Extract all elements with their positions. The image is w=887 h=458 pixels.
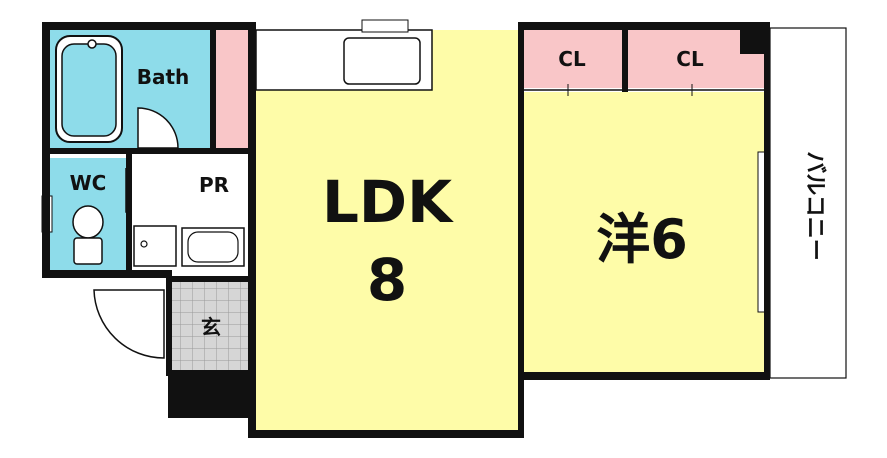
closet-corner-post [740, 30, 764, 54]
ldk-window [361, 19, 409, 33]
storage-strip [216, 30, 248, 148]
balcony [769, 27, 847, 379]
bathtub-basin [61, 43, 117, 137]
entrance-step [168, 370, 250, 418]
entrance-floor [172, 282, 250, 370]
walls [42, 22, 770, 438]
washer-space [133, 225, 177, 267]
kitchen-sink [343, 37, 421, 85]
washbasin-bowl [187, 231, 239, 263]
bath-door-swing [137, 107, 179, 149]
closet-right-label: CL [676, 47, 704, 71]
washer-drain [140, 240, 148, 248]
entrance-label: 玄 [201, 315, 221, 339]
ldk-name-label: LDK [322, 168, 454, 236]
toilet-bowl [72, 205, 104, 239]
bath-label: Bath [137, 65, 190, 89]
pr-label: PR [199, 173, 229, 197]
closet-left-label: CL [558, 47, 586, 71]
ldk-room [256, 30, 518, 430]
closet-left [524, 30, 622, 88]
western-room-label: 洋6 [596, 208, 688, 271]
entrance-door-swing [93, 289, 165, 359]
wc-label: WC [70, 171, 107, 195]
western-room [524, 92, 764, 372]
ldk-size-label: 8 [367, 246, 407, 314]
balcony-label: バルコニー [802, 151, 827, 261]
bath-faucet [87, 39, 97, 49]
toilet-tank [73, 237, 103, 265]
